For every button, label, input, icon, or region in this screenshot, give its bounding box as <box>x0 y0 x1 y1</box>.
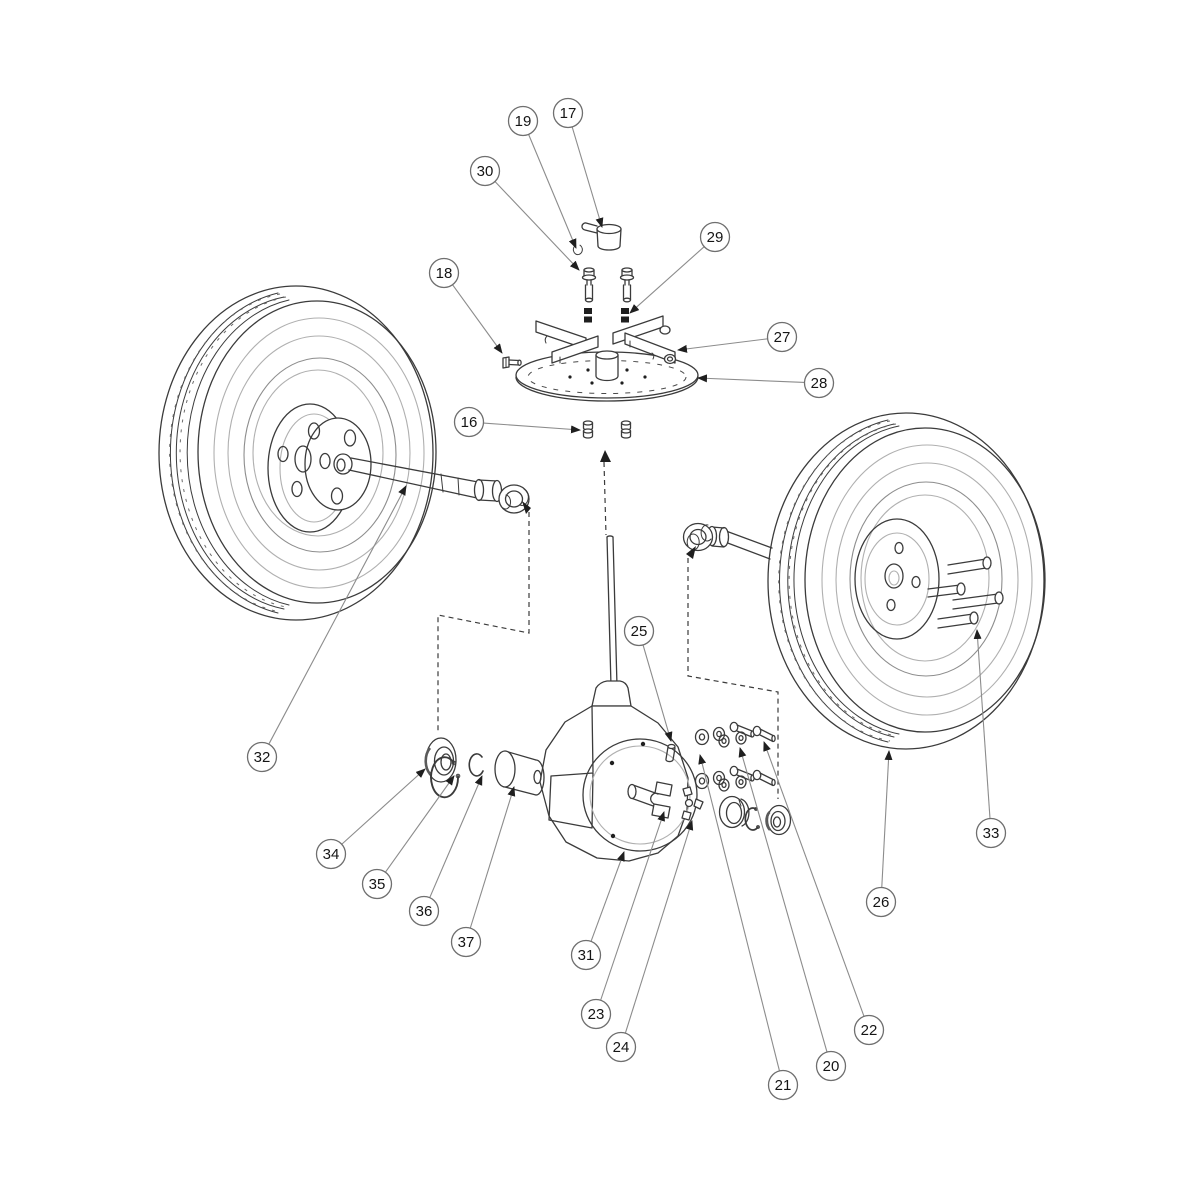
leader-line-35 <box>384 775 455 873</box>
callout-circle-27[interactable] <box>766 321 798 353</box>
callout-circle-35[interactable] <box>361 868 393 900</box>
gearbox-input-shaft <box>606 535 618 687</box>
leader-line-21 <box>698 754 780 1072</box>
callout-circle-33[interactable] <box>975 817 1007 849</box>
callout-circle-25[interactable] <box>623 615 655 647</box>
coupling-sleeve <box>718 795 750 829</box>
right-axle <box>682 522 773 560</box>
retaining-ring <box>468 753 484 777</box>
leader-line-37 <box>469 786 516 929</box>
leader-line-28 <box>697 374 805 383</box>
callout-circle-22[interactable] <box>853 1014 885 1046</box>
callout-circle-29[interactable] <box>699 221 731 253</box>
hex-bolts <box>729 721 776 787</box>
small-clip-part <box>572 244 583 256</box>
gearbox <box>539 535 704 862</box>
callout-circle-19[interactable] <box>507 105 539 137</box>
callout-circle-32[interactable] <box>246 741 278 773</box>
callout-circle-37[interactable] <box>450 926 482 958</box>
leader-line-33 <box>973 629 991 819</box>
leader-line-17 <box>571 126 604 228</box>
leader-line-16 <box>483 422 581 434</box>
uj-spider <box>681 786 704 821</box>
callout-circle-28[interactable] <box>803 367 835 399</box>
callout-circle-18[interactable] <box>428 257 460 289</box>
callout-30[interactable]: 30 <box>469 155 580 271</box>
seal-bearing <box>765 804 792 836</box>
gearbox-side-panel <box>548 772 594 829</box>
callout-26[interactable]: 26 <box>865 750 897 918</box>
circlip <box>430 756 461 799</box>
spacer-bushing <box>494 750 545 796</box>
callout-35[interactable]: 35 <box>361 775 455 900</box>
carriage-bolts <box>581 267 635 303</box>
agitator-blades-front <box>544 332 677 365</box>
leader-line-26 <box>881 750 893 888</box>
callout-20[interactable]: 20 <box>738 747 847 1082</box>
callout-circle-30[interactable] <box>469 155 501 187</box>
square-nuts <box>584 308 629 323</box>
callout-circle-26[interactable] <box>865 886 897 918</box>
leader-line-36 <box>429 775 483 898</box>
cap-part <box>581 222 622 251</box>
leader-line-34 <box>341 768 426 845</box>
callout-18[interactable]: 18 <box>428 257 503 354</box>
gearbox-neck <box>591 680 632 707</box>
leader-line-19 <box>528 134 577 249</box>
right-fastener-parts <box>694 721 792 836</box>
output-shaft <box>627 783 659 808</box>
leader-line-31 <box>590 851 625 942</box>
callout-29[interactable]: 29 <box>629 221 731 314</box>
callout-circle-24[interactable] <box>605 1031 637 1063</box>
callout-circle-31[interactable] <box>570 939 602 971</box>
left-wheel <box>158 285 437 621</box>
callout-circle-20[interactable] <box>815 1050 847 1082</box>
leader-line-23 <box>600 811 665 1001</box>
wheel-studs <box>927 556 1004 629</box>
callout-37[interactable]: 37 <box>450 786 516 958</box>
callout-16[interactable]: 16 <box>453 406 581 438</box>
spreader-disc-assembly <box>502 222 699 439</box>
callout-circle-17[interactable] <box>552 97 584 129</box>
callout-circle-21[interactable] <box>767 1069 799 1101</box>
callout-27[interactable]: 27 <box>677 321 798 353</box>
callout-17[interactable]: 17 <box>552 97 604 228</box>
leader-line-27 <box>677 338 768 353</box>
leader-line-22 <box>763 741 865 1017</box>
vent-pin <box>665 743 676 763</box>
callout-circle-34[interactable] <box>315 838 347 870</box>
lock-washers <box>712 726 747 792</box>
callout-36[interactable]: 36 <box>408 775 483 927</box>
gearbox-face <box>582 738 698 852</box>
leader-line-18 <box>452 284 503 354</box>
left-axle <box>333 453 530 514</box>
left-bearing-parts <box>424 737 545 799</box>
leader-line-20 <box>738 747 828 1053</box>
leader-line-25 <box>642 644 673 742</box>
callout-28[interactable]: 28 <box>697 367 835 399</box>
right-wheel <box>767 412 1046 750</box>
uj-yoke <box>650 781 673 819</box>
leader-line-30 <box>494 181 580 271</box>
callout-circle-16[interactable] <box>453 406 485 438</box>
flat-washers <box>694 728 710 790</box>
ball-bearing <box>424 737 457 783</box>
disc-hub <box>595 350 619 382</box>
callout-31[interactable]: 31 <box>570 851 625 971</box>
leader-line-29 <box>629 246 705 314</box>
hex-bolt-part <box>502 356 522 369</box>
leader-line-24 <box>624 820 694 1034</box>
callout-circle-36[interactable] <box>408 895 440 927</box>
lock-nuts <box>582 420 632 439</box>
callout-circle-23[interactable] <box>580 998 612 1030</box>
leader-line-32 <box>268 485 407 745</box>
callout-34[interactable]: 34 <box>315 768 426 870</box>
